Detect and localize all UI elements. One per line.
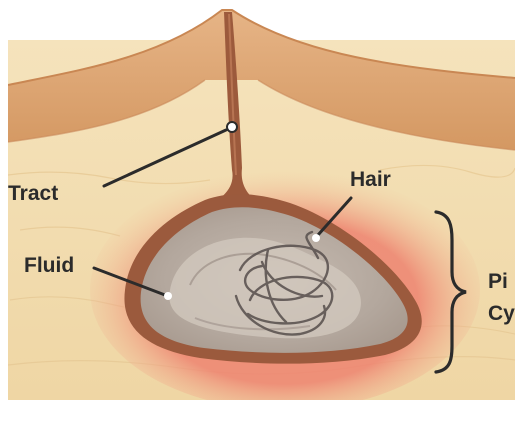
tract-pointer-dot [227, 122, 237, 132]
label-cyst-line1: Pi [488, 270, 508, 293]
hair-pointer-dot [312, 234, 320, 242]
bottom-margin [0, 400, 515, 426]
label-tract: Tract [8, 182, 58, 205]
left-margin [0, 0, 8, 426]
fluid-pointer-dot [164, 292, 172, 300]
label-fluid: Fluid [24, 254, 74, 277]
label-hair: Hair [350, 168, 391, 191]
label-cyst-line2: Cy [488, 302, 515, 325]
